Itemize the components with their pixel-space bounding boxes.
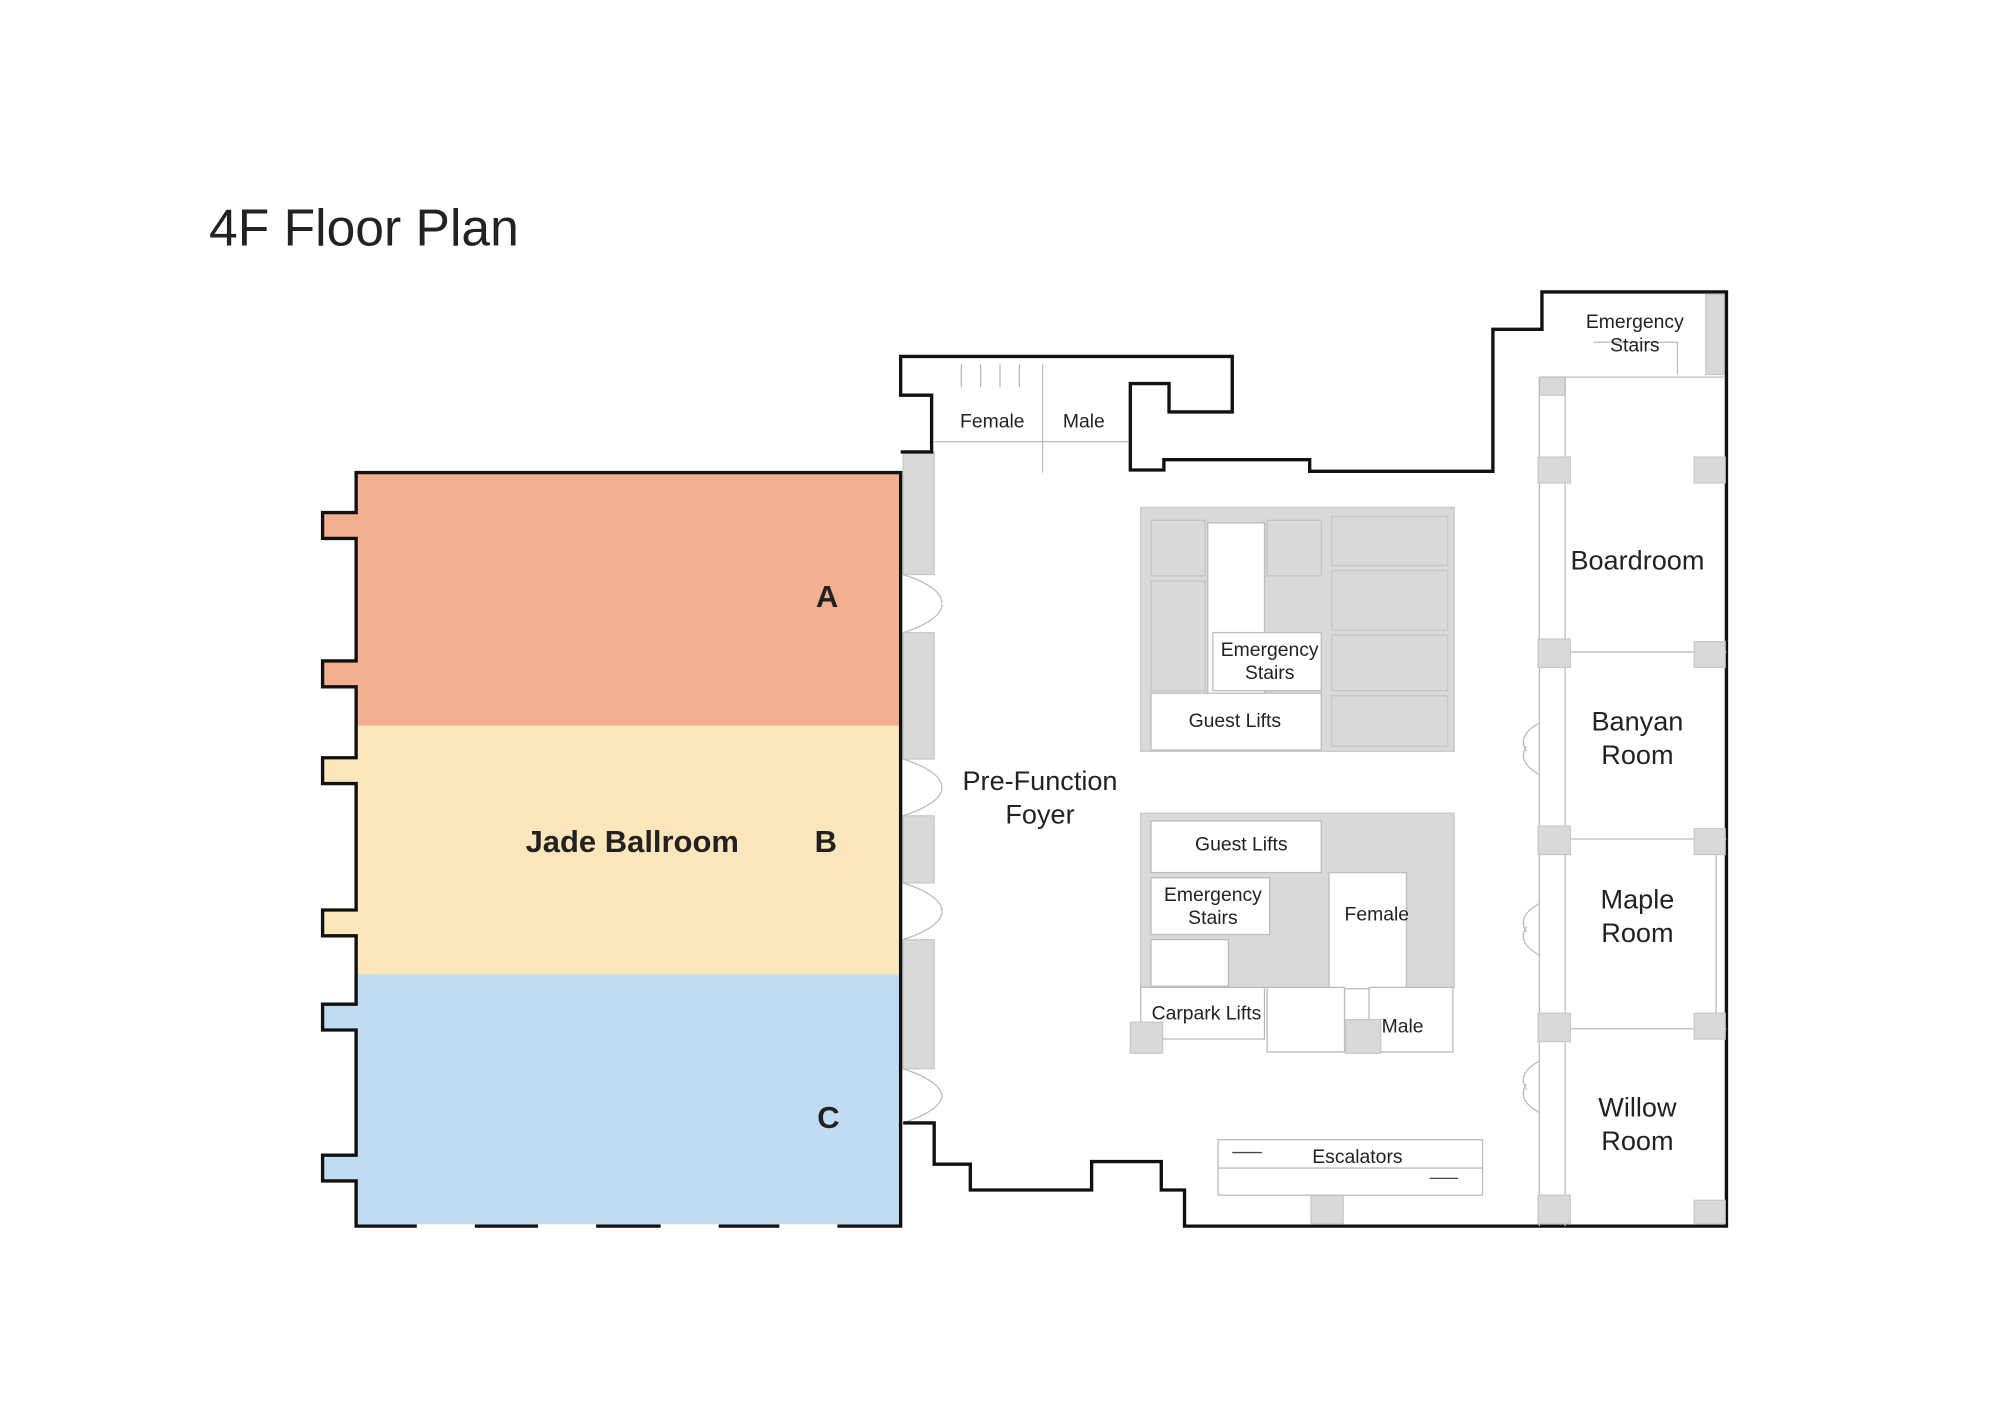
boardroom-label[interactable]: Boardroom — [1570, 544, 1704, 575]
section-b-label: B — [815, 824, 837, 859]
top-female-label: Female — [960, 410, 1025, 432]
upper-guest-lifts-label: Guest Lifts — [1189, 710, 1281, 732]
foyer-label-2: Foyer — [1005, 799, 1074, 830]
ne-emergency-stairs: Emergency Stairs — [1538, 293, 1725, 396]
upper-stairs-label: Emergency — [1221, 639, 1319, 661]
banyan-room-label-2: Room — [1601, 739, 1673, 770]
lower-core: Guest Lifts Emergency Stairs Female Carp… — [1129, 812, 1455, 1054]
foyer-wall-columns — [902, 451, 943, 1124]
section-c-label: C — [817, 1100, 839, 1135]
carpark-lifts-label: Carpark Lifts — [1152, 1003, 1262, 1025]
ballroom-name: Jade Ballroom — [526, 824, 739, 859]
maple-room-label[interactable]: Maple — [1601, 884, 1675, 915]
lower-stairs-label-2: Stairs — [1188, 907, 1237, 929]
building-outline — [898, 290, 1729, 1228]
section-a-label: A — [816, 579, 838, 614]
maple-room-label-2: Room — [1601, 917, 1673, 948]
ne-stairs-label-2: Stairs — [1610, 334, 1659, 356]
willow-room-label[interactable]: Willow — [1598, 1091, 1677, 1122]
lower-male-label: Male — [1382, 1016, 1424, 1038]
top-restrooms: Female Male — [934, 364, 1128, 473]
upper-core: Emergency Stairs Guest Lifts — [1140, 506, 1455, 752]
section-c[interactable] — [322, 974, 901, 1227]
page-title: 4F Floor Plan — [209, 198, 519, 256]
lower-guest-lifts-label: Guest Lifts — [1195, 834, 1287, 856]
willow-room-label-2: Room — [1601, 1125, 1673, 1156]
upper-stairs-label-2: Stairs — [1245, 662, 1294, 684]
lower-stairs-label: Emergency — [1164, 884, 1262, 906]
jade-ballroom: A B C Jade Ballroom — [320, 470, 903, 1229]
section-a[interactable] — [322, 472, 901, 726]
banyan-room-label[interactable]: Banyan — [1591, 706, 1683, 737]
lower-female-label: Female — [1345, 903, 1410, 925]
escalators: Escalators — [1217, 1139, 1484, 1196]
top-male-label: Male — [1063, 410, 1105, 432]
foyer-label[interactable]: Pre-Function — [962, 765, 1117, 796]
escalators-label: Escalators — [1312, 1146, 1402, 1168]
ballroom-outline — [320, 470, 903, 1228]
meeting-rooms: Boardroom Banyan Room Maple Room Willow … — [1310, 377, 1727, 1227]
section-b[interactable] — [322, 725, 901, 975]
ne-stairs-label: Emergency — [1586, 311, 1684, 333]
